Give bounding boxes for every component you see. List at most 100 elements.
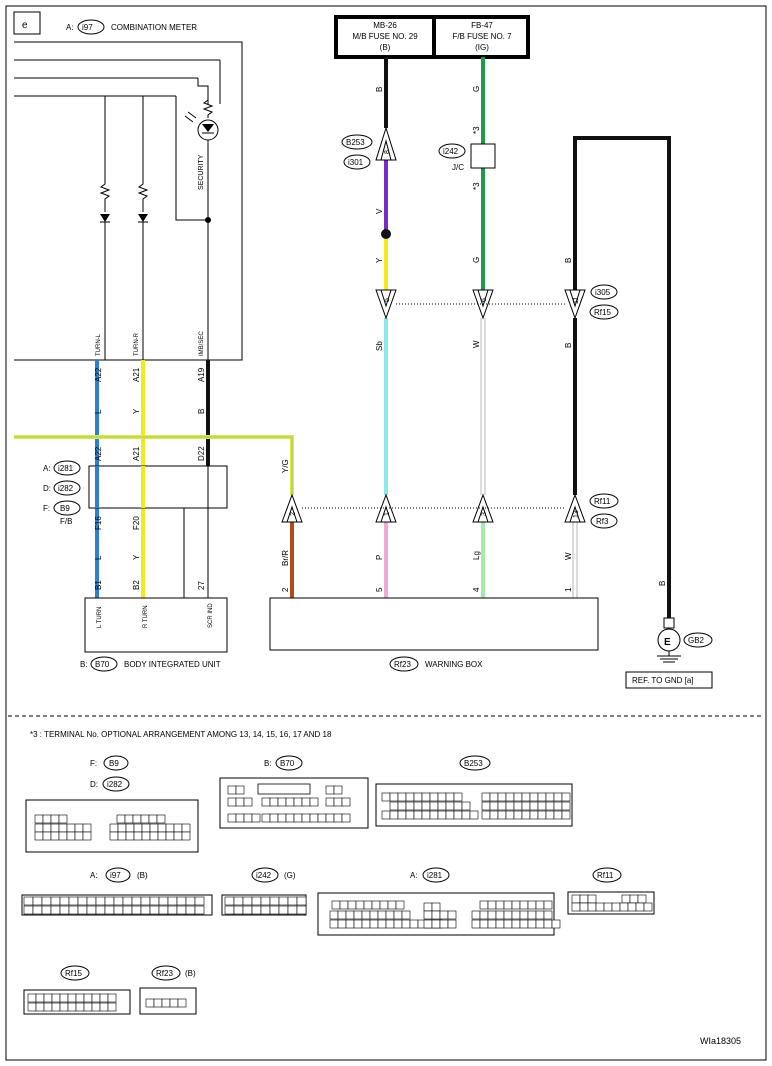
ground-symbol: E — [664, 637, 671, 648]
connector-pin — [405, 810, 415, 820]
connector-pin — [329, 919, 339, 929]
conn-prefix: F: — [90, 759, 97, 768]
fuse-mb-line1: MB-26 — [373, 21, 397, 30]
connector-pin — [431, 910, 441, 920]
connector-pin — [91, 1002, 101, 1012]
connector-pin — [503, 910, 513, 920]
conn-label-rf15: Rf15 — [65, 969, 82, 978]
biu-pin3: SCR IND — [208, 603, 214, 628]
connector-pin — [353, 919, 363, 929]
wire-label: A19 — [197, 367, 206, 382]
connector-pin — [59, 896, 70, 906]
connector-pin — [361, 919, 371, 929]
terminal-number: 11 — [573, 297, 580, 304]
wire-label: F20 — [132, 516, 141, 530]
connector-pin — [561, 810, 571, 820]
connector-i281: i281 — [58, 464, 74, 473]
junction-rf15: Rf15 — [594, 308, 611, 317]
connector-pin — [145, 998, 155, 1008]
connector-pin — [301, 813, 311, 823]
pin-turn-r: TURN-R — [134, 332, 140, 356]
connector-pin — [41, 905, 52, 915]
wire-label: Y — [132, 408, 141, 414]
connector-pin — [66, 831, 76, 841]
wire-label: W — [472, 340, 481, 348]
connector-pin — [527, 919, 537, 929]
connector-pin — [261, 813, 271, 823]
connector-pin — [185, 905, 196, 915]
connector-pin — [527, 900, 537, 910]
connector-pin — [471, 910, 481, 920]
connector-pin — [242, 905, 253, 915]
wire-label: Br/R — [281, 550, 290, 566]
connector-pin — [535, 900, 545, 910]
connector-pin — [224, 905, 235, 915]
connector-pin — [242, 896, 253, 906]
connector-pin — [243, 797, 253, 807]
conn-label-rf23: Rf23 — [156, 969, 173, 978]
wire-label: *3 — [472, 126, 481, 134]
connector-pin — [513, 792, 523, 802]
connector-pin — [32, 905, 43, 915]
connector-pin — [397, 792, 407, 802]
connector-pin — [82, 831, 92, 841]
connector-pin — [173, 831, 183, 841]
conn-color: (G) — [284, 871, 296, 880]
connector-pin — [423, 910, 433, 920]
connector-pin — [58, 814, 68, 824]
connector-pin — [293, 797, 303, 807]
connector-pin — [337, 910, 347, 920]
wire-label: Y — [375, 257, 384, 263]
connector-pin — [461, 810, 471, 820]
wire-label: 4 — [472, 587, 481, 592]
connector-pin — [34, 823, 44, 833]
connector-pin — [296, 896, 307, 906]
connector-pin — [149, 831, 159, 841]
connector-pin — [341, 797, 351, 807]
connector-pin — [527, 910, 537, 920]
connector-pin — [233, 896, 244, 906]
conn-label-b9: B9 — [109, 759, 119, 768]
conn-color: (B) — [185, 969, 196, 978]
connector-pin — [495, 910, 505, 920]
wire-label: Y/G — [281, 459, 290, 473]
connector-pin — [149, 905, 160, 915]
conn-label-b253: B253 — [464, 759, 483, 768]
figure-id: WIa18305 — [700, 1036, 741, 1046]
conn-label-rf11: Rf11 — [597, 871, 614, 880]
connector-pin — [561, 792, 571, 802]
connector-pin — [224, 896, 235, 906]
connector-pin — [545, 801, 555, 811]
connector-pin — [158, 896, 169, 906]
connector-pin — [545, 810, 555, 820]
connector-pin — [301, 797, 311, 807]
connector-pin — [51, 1002, 61, 1012]
warning-box-name: WARNING BOX — [425, 660, 483, 669]
connector-pin — [627, 902, 637, 912]
connector-pin — [165, 823, 175, 833]
connector-pin — [445, 792, 455, 802]
wire-label: 2 — [281, 587, 290, 592]
connector-pin — [269, 797, 279, 807]
connector-pin — [59, 1002, 69, 1012]
wire-label: A22 — [94, 446, 103, 461]
connector-pin — [503, 919, 513, 929]
connector-pin — [543, 900, 553, 910]
connector-pin — [405, 792, 415, 802]
body-integrated-unit — [84, 597, 228, 653]
combination-meter-box — [14, 41, 243, 361]
junction-rf3: Rf3 — [596, 517, 609, 526]
connector-pin — [122, 896, 133, 906]
connector-pin — [339, 900, 349, 910]
connector-pin — [194, 905, 205, 915]
connector-pin — [185, 896, 196, 906]
connector-pin — [535, 910, 545, 920]
connector-pin — [181, 831, 191, 841]
connector-pin — [27, 993, 37, 1003]
connector-pin — [487, 910, 497, 920]
connector-pin — [167, 905, 178, 915]
connector-pin — [109, 831, 119, 841]
wire-label: A22 — [94, 367, 103, 382]
connector-pin — [521, 801, 531, 811]
conn-label-i97: i97 — [110, 871, 121, 880]
